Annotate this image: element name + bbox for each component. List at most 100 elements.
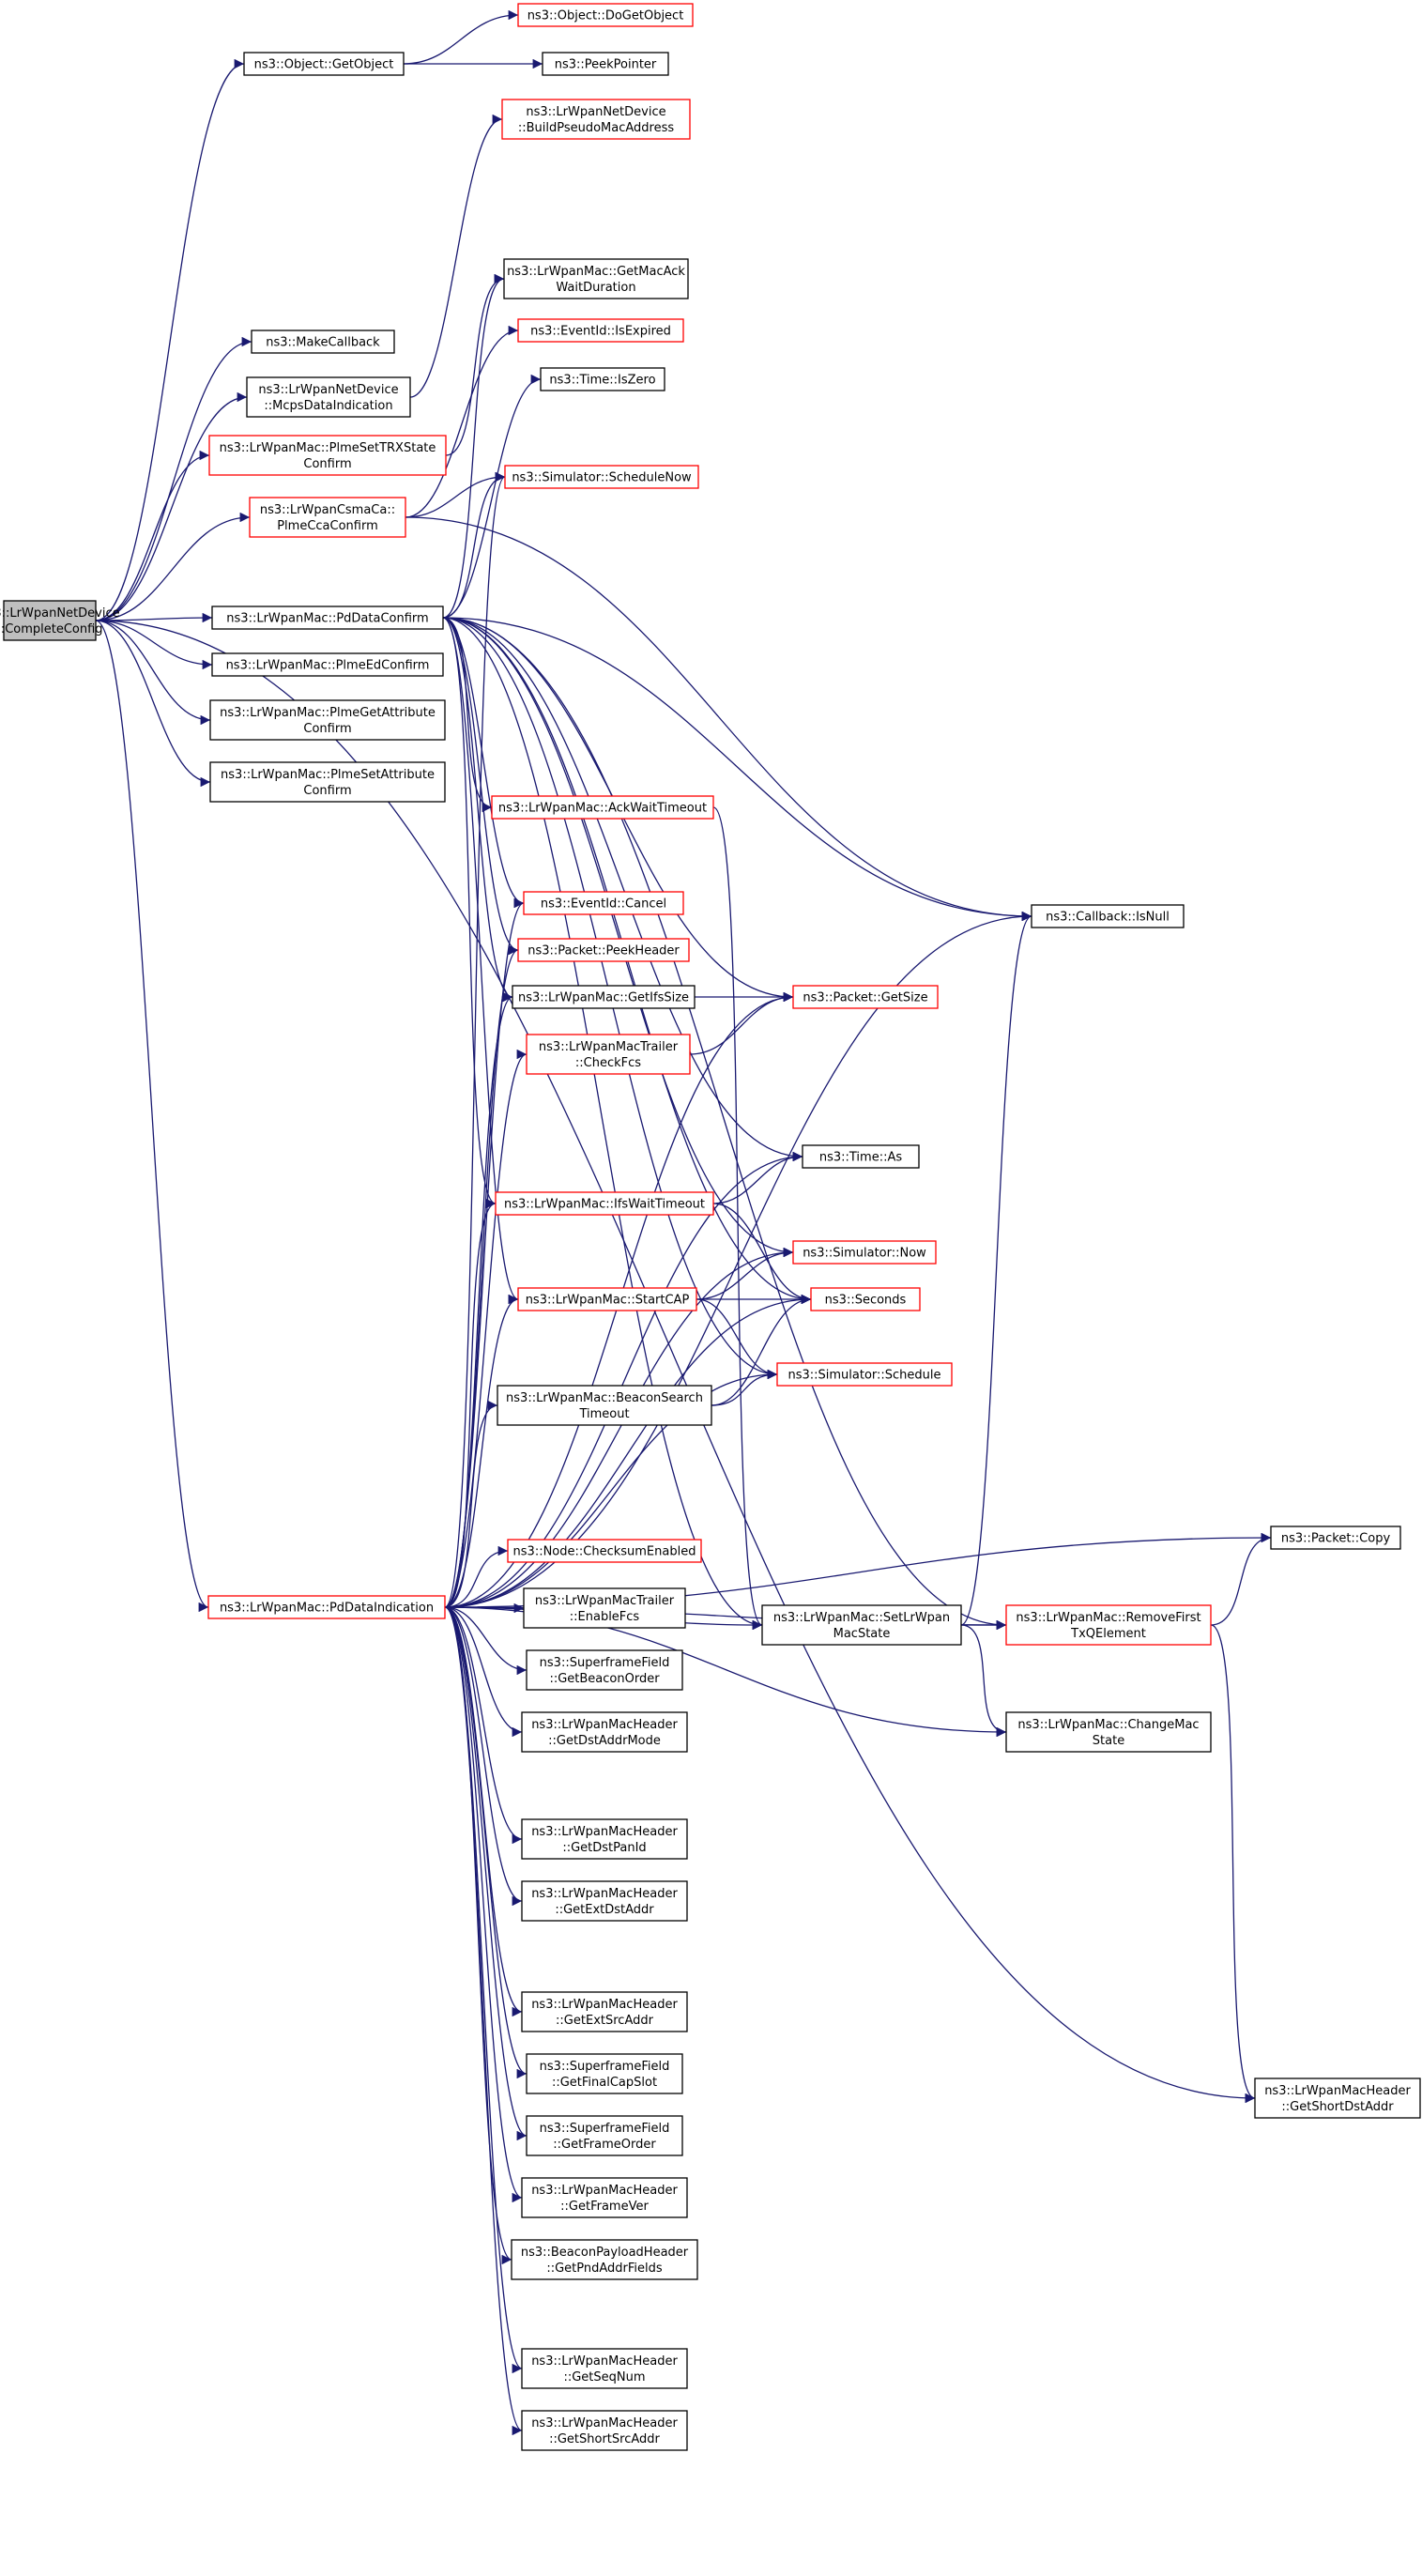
node-isnull[interactable]: ns3::Callback::IsNull <box>1031 904 1185 928</box>
node-box[interactable] <box>1005 1604 1212 1646</box>
node-simnow[interactable]: ns3::Simulator::Now <box>792 1240 937 1265</box>
node-getpnd[interactable]: ns3::BeaconPayloadHeader::GetPndAddrFiel… <box>511 2239 698 2280</box>
node-box[interactable] <box>526 1649 683 1691</box>
node-box[interactable] <box>792 985 939 1009</box>
node-box[interactable] <box>211 606 444 630</box>
node-box[interactable] <box>521 1818 688 1860</box>
node-buildpseudo[interactable]: ns3::LrWpanNetDevice::BuildPseudoMacAddr… <box>501 99 691 140</box>
node-enablefcs[interactable]: ns3::LrWpanMacTrailer::EnableFcs <box>523 1587 686 1629</box>
node-box[interactable] <box>211 652 444 677</box>
node-box[interactable] <box>1005 1711 1212 1753</box>
node-box[interactable] <box>3 600 97 641</box>
node-box[interactable] <box>521 1991 688 2032</box>
node-pddataconfirm[interactable]: ns3::LrWpanMac::PdDataConfirm <box>211 606 444 630</box>
node-getobject[interactable]: ns3::Object::GetObject <box>243 52 405 76</box>
node-box[interactable] <box>517 938 690 962</box>
node-plmeed[interactable]: ns3::LrWpanMac::PlmeEdConfirm <box>211 652 444 677</box>
node-box[interactable] <box>503 258 689 299</box>
node-box[interactable] <box>517 318 684 343</box>
node-isexpired[interactable]: ns3::EventId::IsExpired <box>517 318 684 343</box>
node-box[interactable] <box>207 1595 446 1619</box>
node-box[interactable] <box>526 2115 683 2156</box>
node-box[interactable] <box>208 435 447 476</box>
node-box[interactable] <box>542 52 669 76</box>
node-box[interactable] <box>501 99 691 140</box>
node-box[interactable] <box>491 795 714 820</box>
node-mcps[interactable]: ns3::LrWpanNetDevice::McpsDataIndication <box>246 376 411 418</box>
node-timeas[interactable]: ns3::Time::As <box>802 1144 920 1169</box>
node-peekpointer[interactable]: ns3::PeekPointer <box>542 52 669 76</box>
node-startcap[interactable]: ns3::LrWpanMac::StartCAP <box>517 1287 697 1311</box>
node-box[interactable] <box>521 2177 688 2218</box>
node-makecallback[interactable]: ns3::MakeCallback <box>251 330 395 354</box>
node-box[interactable] <box>776 1362 953 1387</box>
node-box[interactable] <box>521 2410 688 2451</box>
node-getframeorder[interactable]: ns3::SuperframeField::GetFrameOrder <box>526 2115 683 2156</box>
node-box[interactable] <box>521 1711 688 1753</box>
node-getframever[interactable]: ns3::LrWpanMacHeader::GetFrameVer <box>521 2177 688 2218</box>
node-box[interactable] <box>521 1880 688 1922</box>
node-checkfcs[interactable]: ns3::LrWpanMacTrailer::CheckFcs <box>526 1034 691 1075</box>
node-box[interactable] <box>497 1385 712 1426</box>
node-box[interactable] <box>1254 2078 1421 2119</box>
node-getshortdst[interactable]: ns3::LrWpanMacHeader::GetShortDstAddr <box>1254 2078 1421 2119</box>
node-box[interactable] <box>209 761 446 803</box>
node-box[interactable] <box>511 2239 698 2280</box>
node-box[interactable] <box>761 1604 962 1646</box>
node-getextdst[interactable]: ns3::LrWpanMacHeader::GetExtDstAddr <box>521 1880 688 1922</box>
node-schedule[interactable]: ns3::Simulator::Schedule <box>776 1362 953 1387</box>
node-root[interactable]: ns3::LrWpanNetDevice::CompleteConfig <box>0 600 120 641</box>
node-box[interactable] <box>792 1240 937 1265</box>
node-plmecca[interactable]: ns3::LrWpanCsmaCa::PlmeCcaConfirm <box>249 497 406 538</box>
node-cancel[interactable]: ns3::EventId::Cancel <box>523 891 684 915</box>
node-ackwait[interactable]: ns3::LrWpanMac::AckWaitTimeout <box>491 795 714 820</box>
node-box[interactable] <box>495 1191 714 1216</box>
node-box[interactable] <box>517 1287 697 1311</box>
node-box[interactable] <box>810 1287 921 1311</box>
node-peekheader[interactable]: ns3::Packet::PeekHeader <box>517 938 690 962</box>
node-box[interactable] <box>526 1034 691 1075</box>
node-box[interactable] <box>512 985 696 1009</box>
node-box[interactable] <box>251 330 395 354</box>
node-box[interactable] <box>523 891 684 915</box>
node-box[interactable] <box>802 1144 920 1169</box>
node-box[interactable] <box>243 52 405 76</box>
node-box[interactable] <box>517 3 694 27</box>
node-checksum[interactable]: ns3::Node::ChecksumEnabled <box>507 1539 702 1563</box>
node-box[interactable] <box>246 376 411 418</box>
node-ifswait[interactable]: ns3::LrWpanMac::IfsWaitTimeout <box>495 1191 714 1216</box>
node-getseqnum[interactable]: ns3::LrWpanMacHeader::GetSeqNum <box>521 2348 688 2389</box>
node-seconds[interactable]: ns3::Seconds <box>810 1287 921 1311</box>
node-box[interactable] <box>540 367 665 391</box>
node-getifssize[interactable]: ns3::LrWpanMac::GetIfsSize <box>512 985 696 1009</box>
node-box[interactable] <box>521 2348 688 2389</box>
node-getshortsrc[interactable]: ns3::LrWpanMacHeader::GetShortSrcAddr <box>521 2410 688 2451</box>
node-pddataind[interactable]: ns3::LrWpanMac::PdDataIndication <box>207 1595 446 1619</box>
node-getbeaconorder[interactable]: ns3::SuperframeField::GetBeaconOrder <box>526 1649 683 1691</box>
node-box[interactable] <box>209 699 446 741</box>
node-box[interactable] <box>249 497 406 538</box>
node-box[interactable] <box>504 465 699 489</box>
node-dogetobject[interactable]: ns3::Object::DoGetObject <box>517 3 694 27</box>
node-iszero[interactable]: ns3::Time::IsZero <box>540 367 665 391</box>
node-box[interactable] <box>526 2053 683 2094</box>
node-box[interactable] <box>1031 904 1185 928</box>
node-box[interactable] <box>1270 1526 1401 1550</box>
node-schedulenow[interactable]: ns3::Simulator::ScheduleNow <box>504 465 699 489</box>
node-getsize[interactable]: ns3::Packet::GetSize <box>792 985 939 1009</box>
node-box[interactable] <box>523 1587 686 1629</box>
node-getfinalcap[interactable]: ns3::SuperframeField::GetFinalCapSlot <box>526 2053 683 2094</box>
node-box[interactable] <box>507 1539 702 1563</box>
node-packetcopy[interactable]: ns3::Packet::Copy <box>1270 1526 1401 1550</box>
node-getextsrc[interactable]: ns3::LrWpanMacHeader::GetExtSrcAddr <box>521 1991 688 2032</box>
node-getdstpanid[interactable]: ns3::LrWpanMacHeader::GetDstPanId <box>521 1818 688 1860</box>
node-getdstaddrmode[interactable]: ns3::LrWpanMacHeader::GetDstAddrMode <box>521 1711 688 1753</box>
